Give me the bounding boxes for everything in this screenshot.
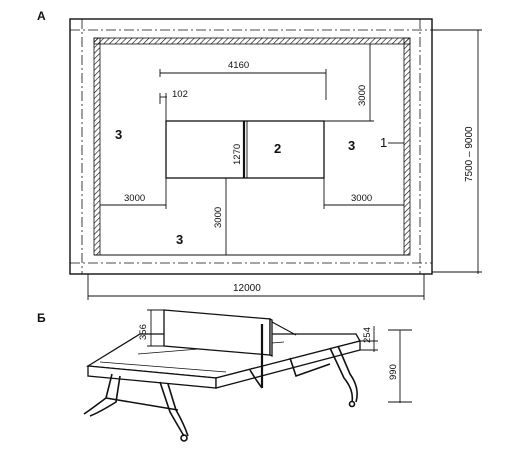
dim-right-clearance-label: 3000 (351, 193, 372, 204)
dim-right-clearance: 3000 (323, 178, 404, 209)
wall-top (93, 37, 411, 45)
dim-table-height: 990 (388, 329, 412, 403)
wall-mark: 1 (380, 135, 387, 150)
table-net (163, 309, 297, 388)
dim-net-offset-label: 102 (172, 89, 188, 100)
figure-label-a: А (37, 9, 46, 23)
dim-table-width: 1270 (232, 121, 248, 178)
dim-room-length: 12000 (87, 274, 425, 300)
table-perspective-view: Б (37, 309, 412, 442)
zone-mark-bottom: 3 (176, 232, 183, 247)
dim-net-height: 356 (138, 309, 164, 347)
dim-side-clearance: 3000 (213, 177, 230, 255)
dim-table-height-label: 990 (388, 364, 399, 380)
dim-end-clearance-label: 3000 (357, 85, 368, 106)
dim-room-width-label: 7500 – 9000 (464, 126, 475, 182)
table-top (86, 333, 361, 389)
dim-board-thickness: 254 (360, 326, 378, 352)
room-outer-frame (69, 18, 433, 275)
zone-mark-left: 3 (115, 127, 122, 142)
table-mark: 2 (274, 141, 281, 156)
zone-mark-right: 3 (348, 138, 355, 153)
figure-label-b: Б (37, 311, 46, 325)
wall-left (93, 37, 101, 256)
dim-table-length: 4160 (159, 60, 327, 100)
dim-room-length-label: 12000 (233, 283, 261, 294)
dim-net-offset: 102 (159, 89, 188, 121)
dim-side-clearance-label: 3000 (213, 207, 224, 228)
plan-view: А 4160 102 (37, 9, 482, 300)
dim-table-width-label: 1270 (232, 144, 243, 165)
dim-board-thickness-label: 254 (362, 327, 373, 343)
dim-left-clearance: 3000 (100, 178, 167, 209)
wall-right (403, 37, 411, 256)
frame-axis-lines (70, 19, 432, 274)
dim-end-clearance: 3000 (324, 44, 374, 122)
dim-room-width: 7500 – 9000 (432, 29, 482, 274)
table-plan (165, 120, 325, 179)
table-legs (83, 345, 358, 442)
dim-table-length-label: 4160 (228, 60, 249, 71)
dim-left-clearance-label: 3000 (124, 193, 145, 204)
dim-net-height-label: 356 (138, 324, 149, 340)
